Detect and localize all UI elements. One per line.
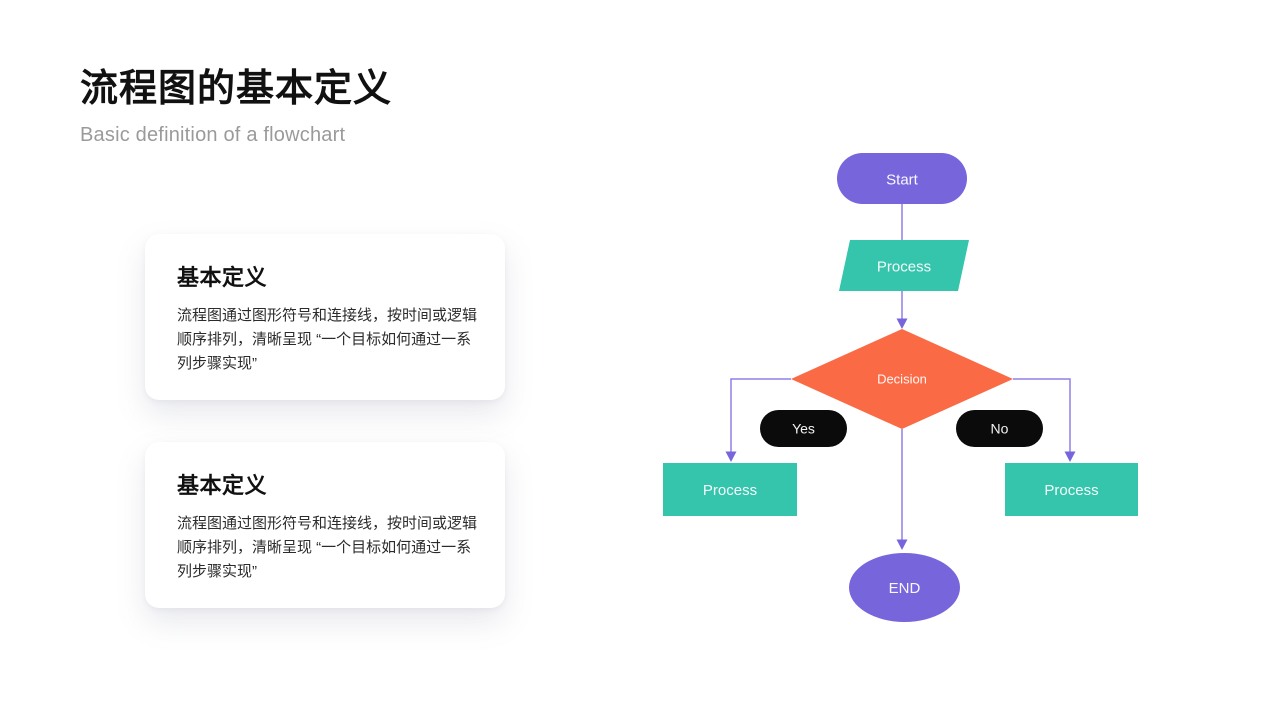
node-end-shape xyxy=(849,553,960,622)
branch-yes-label: Yes xyxy=(792,420,815,436)
arrowhead-into-left-process-icon xyxy=(725,451,737,462)
page-subtitle: Basic definition of a flowchart xyxy=(80,123,346,146)
branch-no-label: No xyxy=(991,420,1009,436)
card-2-heading: 基本定义 xyxy=(177,473,268,498)
branch-yes-pill xyxy=(760,410,847,447)
slide-header: 流程图的基本定义 Basic definition of a flowchart xyxy=(80,68,392,147)
card-2-body: 流程图通过图形符号和连接线，按时间或逻辑顺序排列，清晰呈现 “一个目标如何通过一… xyxy=(177,515,478,580)
page-title: 流程图的基本定义 xyxy=(80,68,393,110)
node-decision-shape xyxy=(791,329,1013,429)
definition-card-1: 基本定义 流程图通过图形符号和连接线，按时间或逻辑顺序排列，清晰呈现 “一个目标… xyxy=(145,234,505,400)
definition-card-2: 基本定义 流程图通过图形符号和连接线，按时间或逻辑顺序排列，清晰呈现 “一个目标… xyxy=(145,442,505,608)
node-start-label: Start xyxy=(886,171,919,188)
flowchart-diagram: Start Process Decision Yes No Process Pr… xyxy=(663,153,1138,622)
arrowhead-into-decision-icon xyxy=(896,318,908,329)
node-process-right-shape xyxy=(1005,463,1138,516)
node-decision-label: Decision xyxy=(877,372,927,387)
node-process-top-shape xyxy=(839,240,969,291)
node-process-right-label: Process xyxy=(1044,482,1098,499)
card-1-body: 流程图通过图形符号和连接线，按时间或逻辑顺序排列，清晰呈现 “一个目标如何通过一… xyxy=(177,307,478,372)
branch-no-pill xyxy=(956,410,1043,447)
node-process-left-label: Process xyxy=(703,482,757,499)
connector-decision-to-right-process xyxy=(1013,378,1071,455)
node-process-left-shape xyxy=(663,463,797,516)
node-end-label: END xyxy=(889,580,921,597)
connector-decision-to-left-process xyxy=(730,378,791,455)
arrowhead-into-end-icon xyxy=(896,539,908,550)
node-start-shape xyxy=(837,153,967,204)
arrowhead-into-right-process-icon xyxy=(1064,451,1076,462)
card-1-heading: 基本定义 xyxy=(177,265,268,290)
node-process-top-label: Process xyxy=(877,258,931,275)
